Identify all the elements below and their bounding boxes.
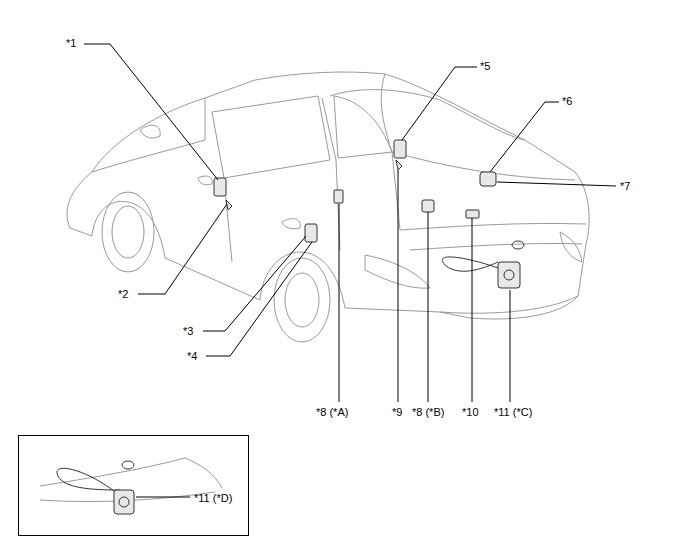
callout-number: *2 (118, 288, 128, 301)
callout-number: *9 (392, 406, 402, 419)
callout-number: *5 (480, 60, 490, 73)
callout-number: *7 (620, 180, 630, 193)
callout-number: *6 (562, 95, 572, 108)
callout-number: *1 (66, 37, 76, 50)
callout-number: *11 (*C) (494, 406, 532, 419)
inset-box: *11 (*D) (18, 435, 249, 536)
callout-number: *8 (*B) (412, 406, 444, 419)
callout-number: *11 (*D) (194, 492, 232, 505)
callout-number: *10 (462, 406, 479, 419)
callout-number: *4 (187, 350, 197, 363)
callout-number: *8 (*A) (316, 406, 348, 419)
callout-number: *3 (183, 325, 193, 338)
